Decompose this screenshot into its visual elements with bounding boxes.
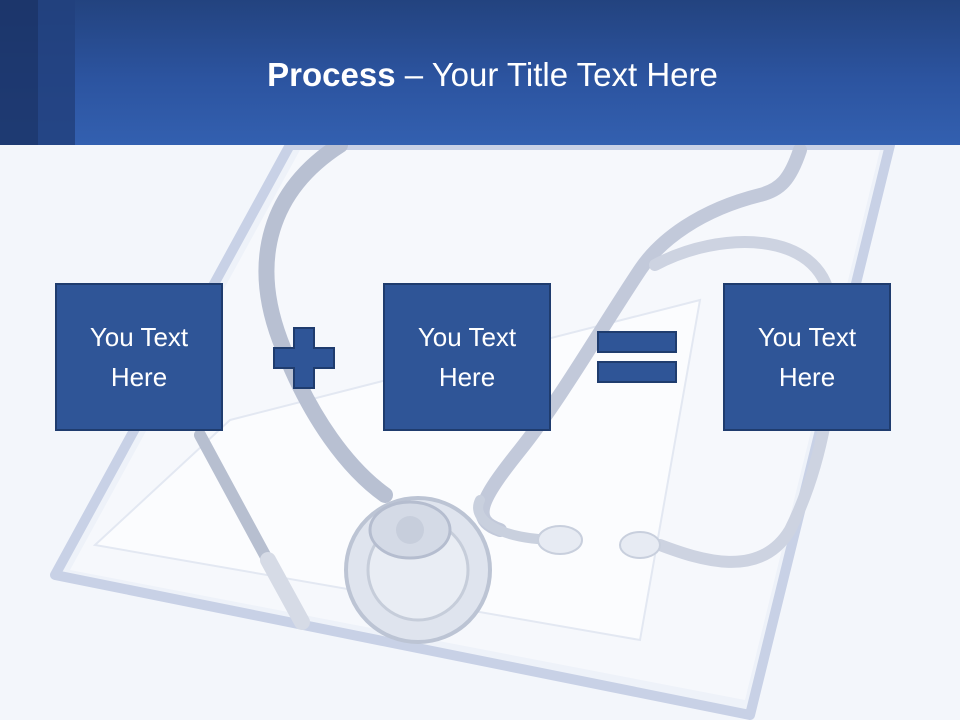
process-box-3[interactable]: You Text Here bbox=[723, 283, 891, 431]
process-box-2[interactable]: You Text Here bbox=[383, 283, 551, 431]
plus-icon bbox=[273, 327, 335, 389]
process-box-label: You Text Here bbox=[417, 322, 517, 392]
process-box-label: You Text Here bbox=[89, 322, 189, 392]
banner-accent-stripe bbox=[38, 0, 75, 145]
title-bold-text: Process bbox=[267, 56, 396, 93]
process-box-1[interactable]: You Text Here bbox=[55, 283, 223, 431]
title-rest-text: – Your Title Text Here bbox=[395, 56, 718, 93]
process-box-label: You Text Here bbox=[757, 322, 857, 392]
equals-icon bbox=[597, 331, 677, 383]
slide-title[interactable]: Process – Your Title Text Here bbox=[75, 52, 910, 98]
banner-accent-stripe bbox=[0, 0, 38, 145]
title-banner: Process – Your Title Text Here bbox=[0, 0, 960, 145]
